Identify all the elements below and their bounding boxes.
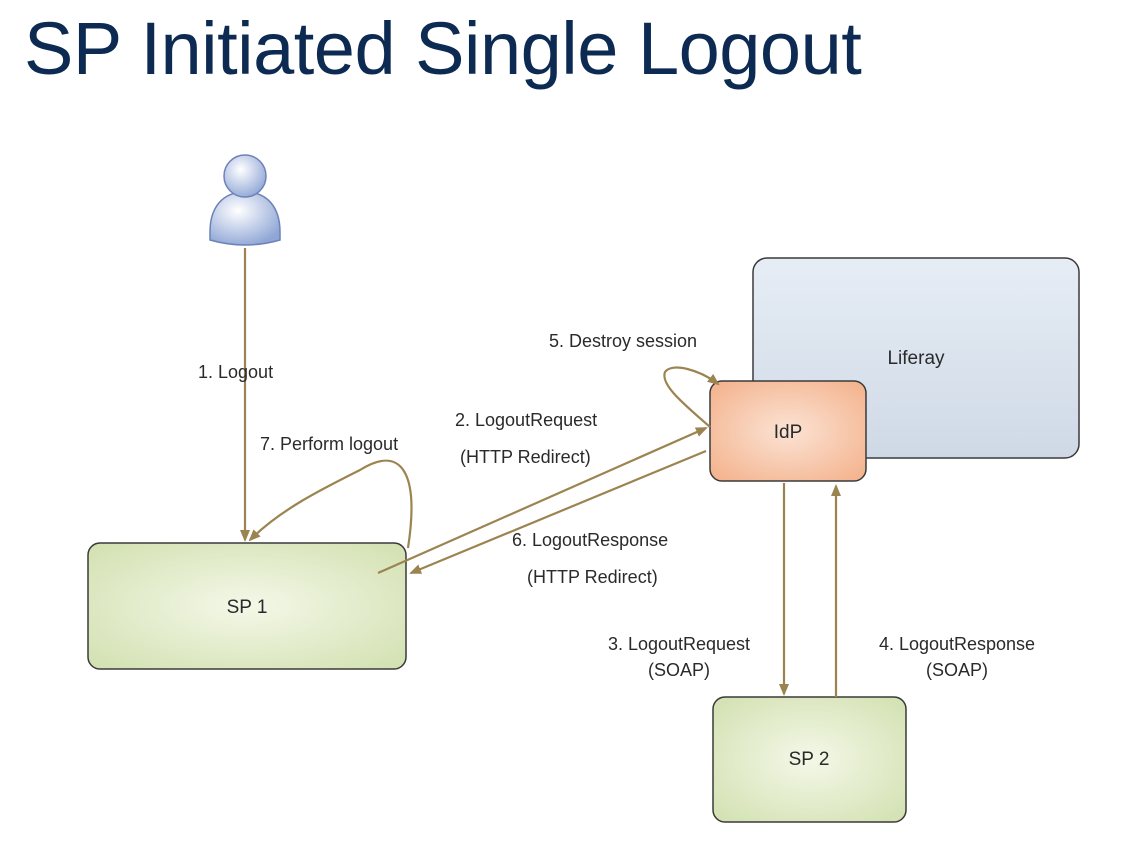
sp1-node: SP 1	[87, 542, 407, 670]
liferay-label: Liferay	[887, 348, 945, 369]
edge-label-1: 1. Logout	[198, 362, 273, 382]
edge-label-2-line2: (HTTP Redirect)	[460, 447, 591, 467]
edge-label-4-line2: (SOAP)	[926, 660, 988, 680]
edge-logout-request-http	[377, 426, 708, 575]
sp1-label: SP 1	[227, 597, 268, 618]
page-title: SP Initiated Single Logout	[24, 7, 862, 90]
idp-node: IdP	[709, 380, 867, 482]
edge-perform-logout	[248, 459, 413, 549]
edge-label-6-line2: (HTTP Redirect)	[527, 567, 658, 587]
edge-label-6-line1: 6. LogoutResponse	[512, 530, 668, 550]
sp2-node: SP 2	[712, 696, 907, 823]
edge-logout-response-http	[409, 449, 707, 575]
edge-label-2-line1: 2. LogoutRequest	[455, 410, 597, 430]
idp-label: IdP	[774, 422, 803, 443]
edge-label-3-line1: 3. LogoutRequest	[608, 634, 750, 654]
sp2-label: SP 2	[789, 749, 830, 770]
edge-destroy-session	[663, 366, 720, 428]
edge-label-7: 7. Perform logout	[260, 434, 398, 454]
edge-label-3-line2: (SOAP)	[648, 660, 710, 680]
edge-label-4-line1: 4. LogoutResponse	[879, 634, 1035, 654]
user-icon	[209, 154, 281, 246]
edge-label-5: 5. Destroy session	[549, 331, 697, 351]
